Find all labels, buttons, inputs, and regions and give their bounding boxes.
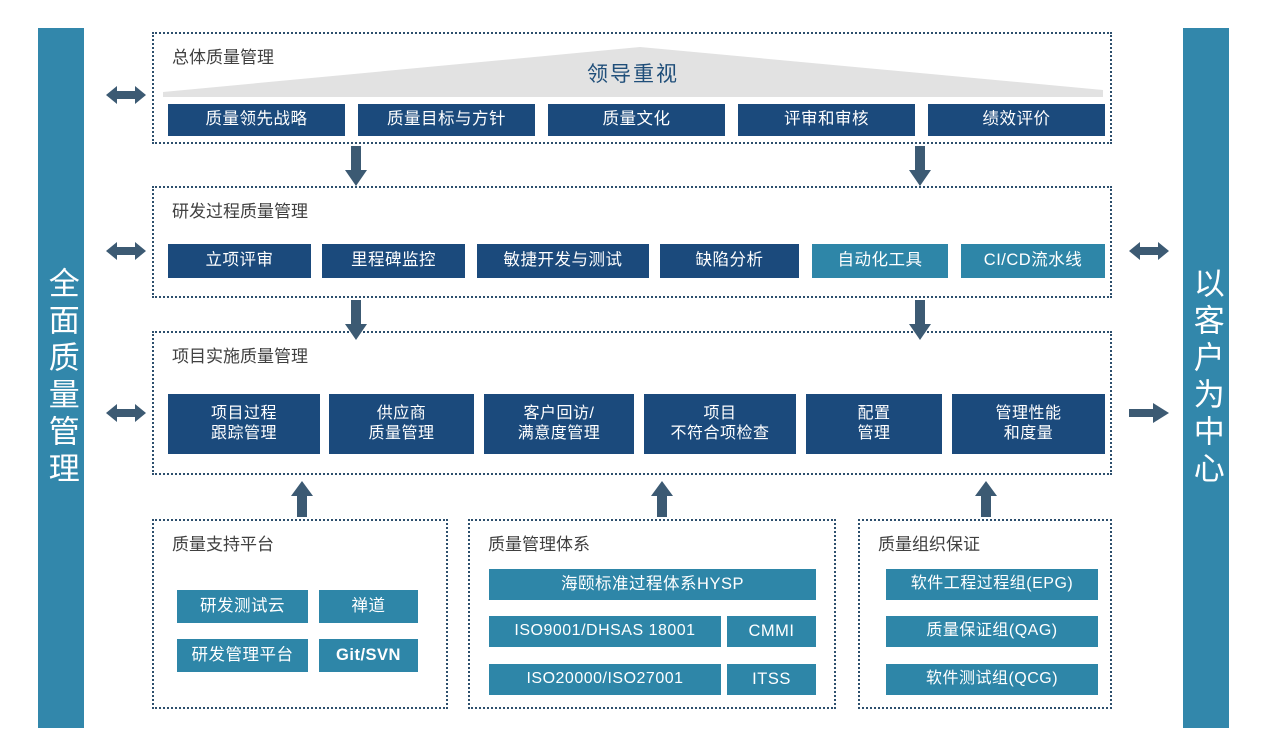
left-double-arrow-overall-icon	[106, 84, 146, 106]
box-quality-goals-policy[interactable]: 质量目标与方针	[358, 104, 535, 136]
box-line2: 不符合项检查	[670, 425, 770, 442]
down-arrow-rnd-to-project-left-icon	[344, 300, 368, 340]
box-itss[interactable]: ITSS	[727, 664, 816, 695]
box-haiyi-standard-process-hysp[interactable]: 海颐标准过程体系HYSP	[489, 569, 816, 600]
down-arrow-rnd-to-project-right-icon	[908, 300, 932, 340]
box-configuration-management[interactable]: 配置 管理	[806, 394, 942, 454]
box-review-and-audit[interactable]: 评审和审核	[738, 104, 915, 136]
box-quality-leading-strategy[interactable]: 质量领先战略	[168, 104, 345, 136]
section-platform-title: 质量支持平台	[172, 535, 274, 554]
box-line1: 供应商	[376, 404, 427, 422]
box-line2: 满意度管理	[517, 425, 601, 442]
leadership-banner-shape	[163, 47, 1103, 97]
box-cicd-pipeline[interactable]: CI/CD流水线	[961, 244, 1105, 278]
box-qag[interactable]: 质量保证组(QAG)	[886, 616, 1098, 647]
down-arrow-overall-to-rnd-right-icon	[908, 146, 932, 186]
box-line1: 客户回访/	[523, 404, 595, 422]
section-overall-title: 总体质量管理	[172, 48, 274, 67]
left-pillar-total-quality-management: 全面质量管理	[38, 28, 84, 728]
box-rnd-management-platform[interactable]: 研发管理平台	[177, 639, 308, 672]
section-system-title: 质量管理体系	[488, 535, 590, 554]
box-line1: 项目过程	[210, 404, 277, 422]
right-arrow-project-icon	[1129, 402, 1169, 424]
box-line2: 质量管理	[368, 425, 435, 442]
box-iso20000-iso27001[interactable]: ISO20000/ISO27001	[489, 664, 721, 695]
box-zentao[interactable]: 禅道	[319, 590, 418, 623]
section-project-title: 项目实施质量管理	[172, 347, 308, 366]
box-agile-dev-and-test[interactable]: 敏捷开发与测试	[477, 244, 649, 278]
box-qcg[interactable]: 软件测试组(QCG)	[886, 664, 1098, 695]
box-management-performance-metrics[interactable]: 管理性能 和度量	[952, 394, 1105, 454]
box-quality-culture[interactable]: 质量文化	[548, 104, 725, 136]
box-project-initiation-review[interactable]: 立项评审	[168, 244, 311, 278]
box-project-nonconformance-check[interactable]: 项目 不符合项检查	[644, 394, 796, 454]
box-cmmi[interactable]: CMMI	[727, 616, 816, 647]
box-git-svn[interactable]: Git/SVN	[319, 639, 418, 672]
left-double-arrow-project-icon	[106, 402, 146, 424]
box-line1: 配置	[857, 404, 891, 422]
section-rnd-process-quality-management: 研发过程质量管理	[152, 186, 1112, 298]
left-pillar-label: 全面质量管理	[43, 267, 79, 489]
box-defect-analysis[interactable]: 缺陷分析	[660, 244, 799, 278]
up-arrow-organization-to-project-icon	[974, 481, 998, 517]
up-arrow-platform-to-project-icon	[290, 481, 314, 517]
box-supplier-quality-management[interactable]: 供应商 质量管理	[329, 394, 474, 454]
box-customer-revisit-satisfaction[interactable]: 客户回访/ 满意度管理	[484, 394, 634, 454]
right-double-arrow-rnd-icon	[1129, 240, 1169, 262]
box-line1: 项目	[703, 404, 737, 422]
box-line2: 跟踪管理	[210, 425, 277, 442]
box-line1: 管理性能	[995, 404, 1062, 422]
box-automation-tools[interactable]: 自动化工具	[812, 244, 948, 278]
box-project-process-tracking[interactable]: 项目过程 跟踪管理	[168, 394, 320, 454]
box-epg[interactable]: 软件工程过程组(EPG)	[886, 569, 1098, 600]
box-rnd-test-cloud[interactable]: 研发测试云	[177, 590, 308, 623]
box-line2: 管理	[857, 425, 891, 442]
down-arrow-overall-to-rnd-left-icon	[344, 146, 368, 186]
box-iso9001-dhsas18001[interactable]: ISO9001/DHSAS 18001	[489, 616, 721, 647]
up-arrow-system-to-project-icon	[650, 481, 674, 517]
left-double-arrow-rnd-icon	[106, 240, 146, 262]
box-milestone-monitoring[interactable]: 里程碑监控	[322, 244, 465, 278]
section-rnd-title: 研发过程质量管理	[172, 202, 308, 221]
right-pillar-customer-centric: 以客户为中心	[1183, 28, 1229, 728]
section-organization-title: 质量组织保证	[878, 535, 980, 554]
right-pillar-label: 以客户为中心	[1188, 267, 1224, 489]
box-performance-evaluation[interactable]: 绩效评价	[928, 104, 1105, 136]
box-line2: 和度量	[1003, 425, 1054, 442]
